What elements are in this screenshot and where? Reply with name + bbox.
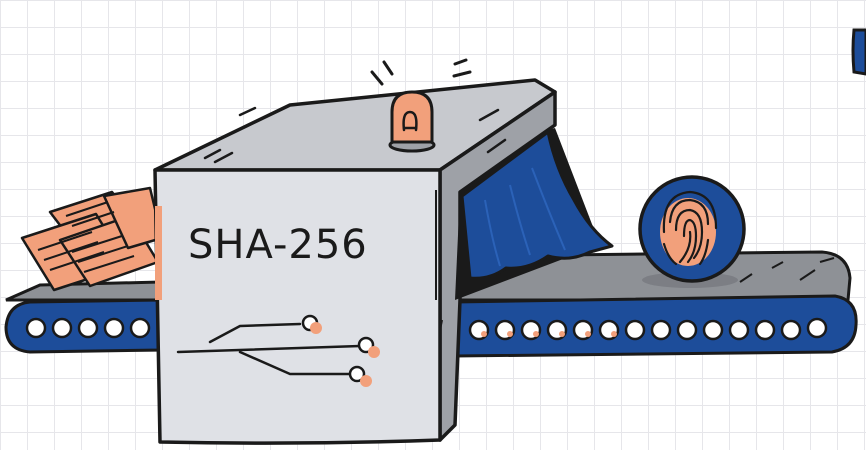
conveyor-belt-left <box>4 280 162 354</box>
fingerprint-icon <box>638 175 746 288</box>
alarm-light-icon <box>370 58 472 153</box>
machine-base <box>438 423 457 442</box>
hash-machine <box>153 78 614 445</box>
conveyor-belt-right <box>453 250 858 358</box>
document-stack-icon <box>20 186 164 292</box>
circuit-icon <box>176 314 380 387</box>
partial-object-right <box>851 28 866 76</box>
machine-label: SHA-256 <box>188 222 368 268</box>
